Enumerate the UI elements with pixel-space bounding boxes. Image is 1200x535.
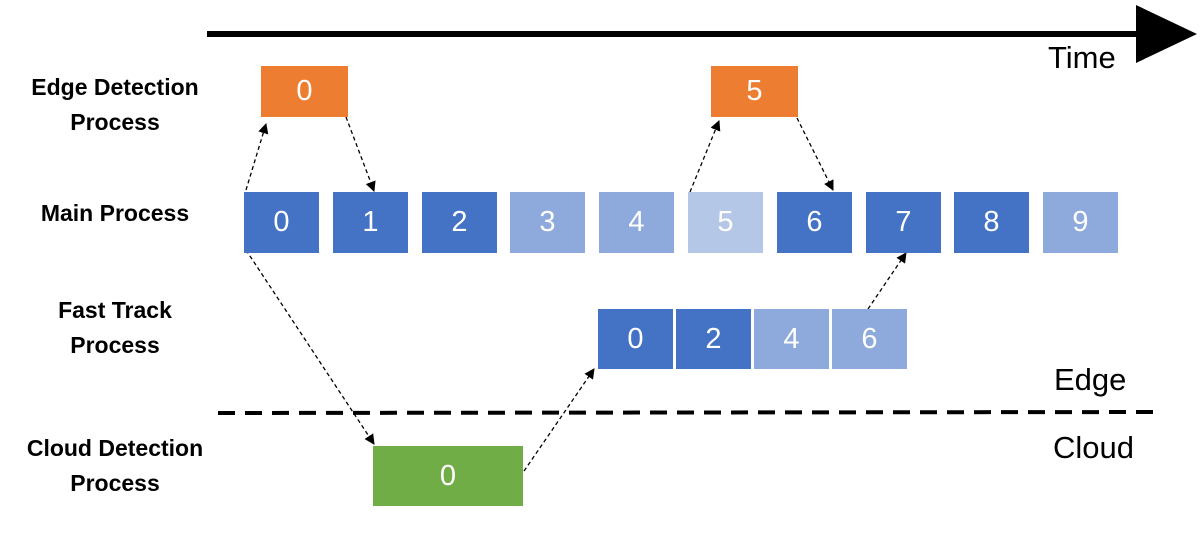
arrow-main5-to-edge5 xyxy=(689,120,721,193)
main-process-box: 0 xyxy=(244,192,319,253)
main-process-box: 7 xyxy=(866,192,941,253)
arrow-fasttrack6-to-main7 xyxy=(867,252,907,310)
row-label-line: Process xyxy=(70,470,160,496)
row-label-line: Fast Track xyxy=(58,297,172,323)
row-label-cloud-detection: Cloud Detection Process xyxy=(10,431,220,501)
edge-region-label: Edge xyxy=(1054,362,1127,397)
main-process-box: 8 xyxy=(954,192,1029,253)
main-process-box: 9 xyxy=(1043,192,1118,253)
fast-track-box: 6 xyxy=(832,309,907,369)
time-axis-label: Time xyxy=(1048,40,1116,75)
arrow-main0-to-cloud0 xyxy=(245,249,375,445)
row-label-main: Main Process xyxy=(10,196,220,231)
row-label-line: Process xyxy=(70,332,160,358)
arrow-edge5-to-main6 xyxy=(796,117,834,191)
row-label-edge-detection: Edge Detection Process xyxy=(10,70,220,140)
row-label-line: Cloud Detection xyxy=(26,435,204,461)
arrow-cloud0-to-fasttrack0 xyxy=(523,368,595,472)
edge-detection-box: 5 xyxy=(711,66,798,117)
edge-detection-box: 0 xyxy=(261,66,348,117)
cloud-detection-box: 0 xyxy=(373,446,523,506)
row-label-line: Process xyxy=(70,109,160,135)
edge-cloud-divider xyxy=(217,410,1159,415)
row-label-line: Main Process xyxy=(40,200,190,226)
fast-track-box: 2 xyxy=(676,309,751,369)
main-process-box: 5 xyxy=(688,192,763,253)
main-process-box: 6 xyxy=(777,192,852,253)
arrow-edge0-to-main1 xyxy=(345,116,376,192)
row-label-line: Edge Detection xyxy=(31,74,199,100)
fast-track-box: 4 xyxy=(754,309,829,369)
main-process-box: 2 xyxy=(422,192,497,253)
arrow-main0-to-edge0 xyxy=(245,123,269,191)
time-axis-arrowhead-icon xyxy=(1136,5,1197,63)
main-process-box: 4 xyxy=(599,192,674,253)
main-process-box: 3 xyxy=(510,192,585,253)
fast-track-box: 0 xyxy=(598,309,673,369)
row-label-fast-track: Fast Track Process xyxy=(10,293,220,363)
cloud-region-label: Cloud xyxy=(1053,430,1134,465)
main-process-box: 1 xyxy=(333,192,408,253)
